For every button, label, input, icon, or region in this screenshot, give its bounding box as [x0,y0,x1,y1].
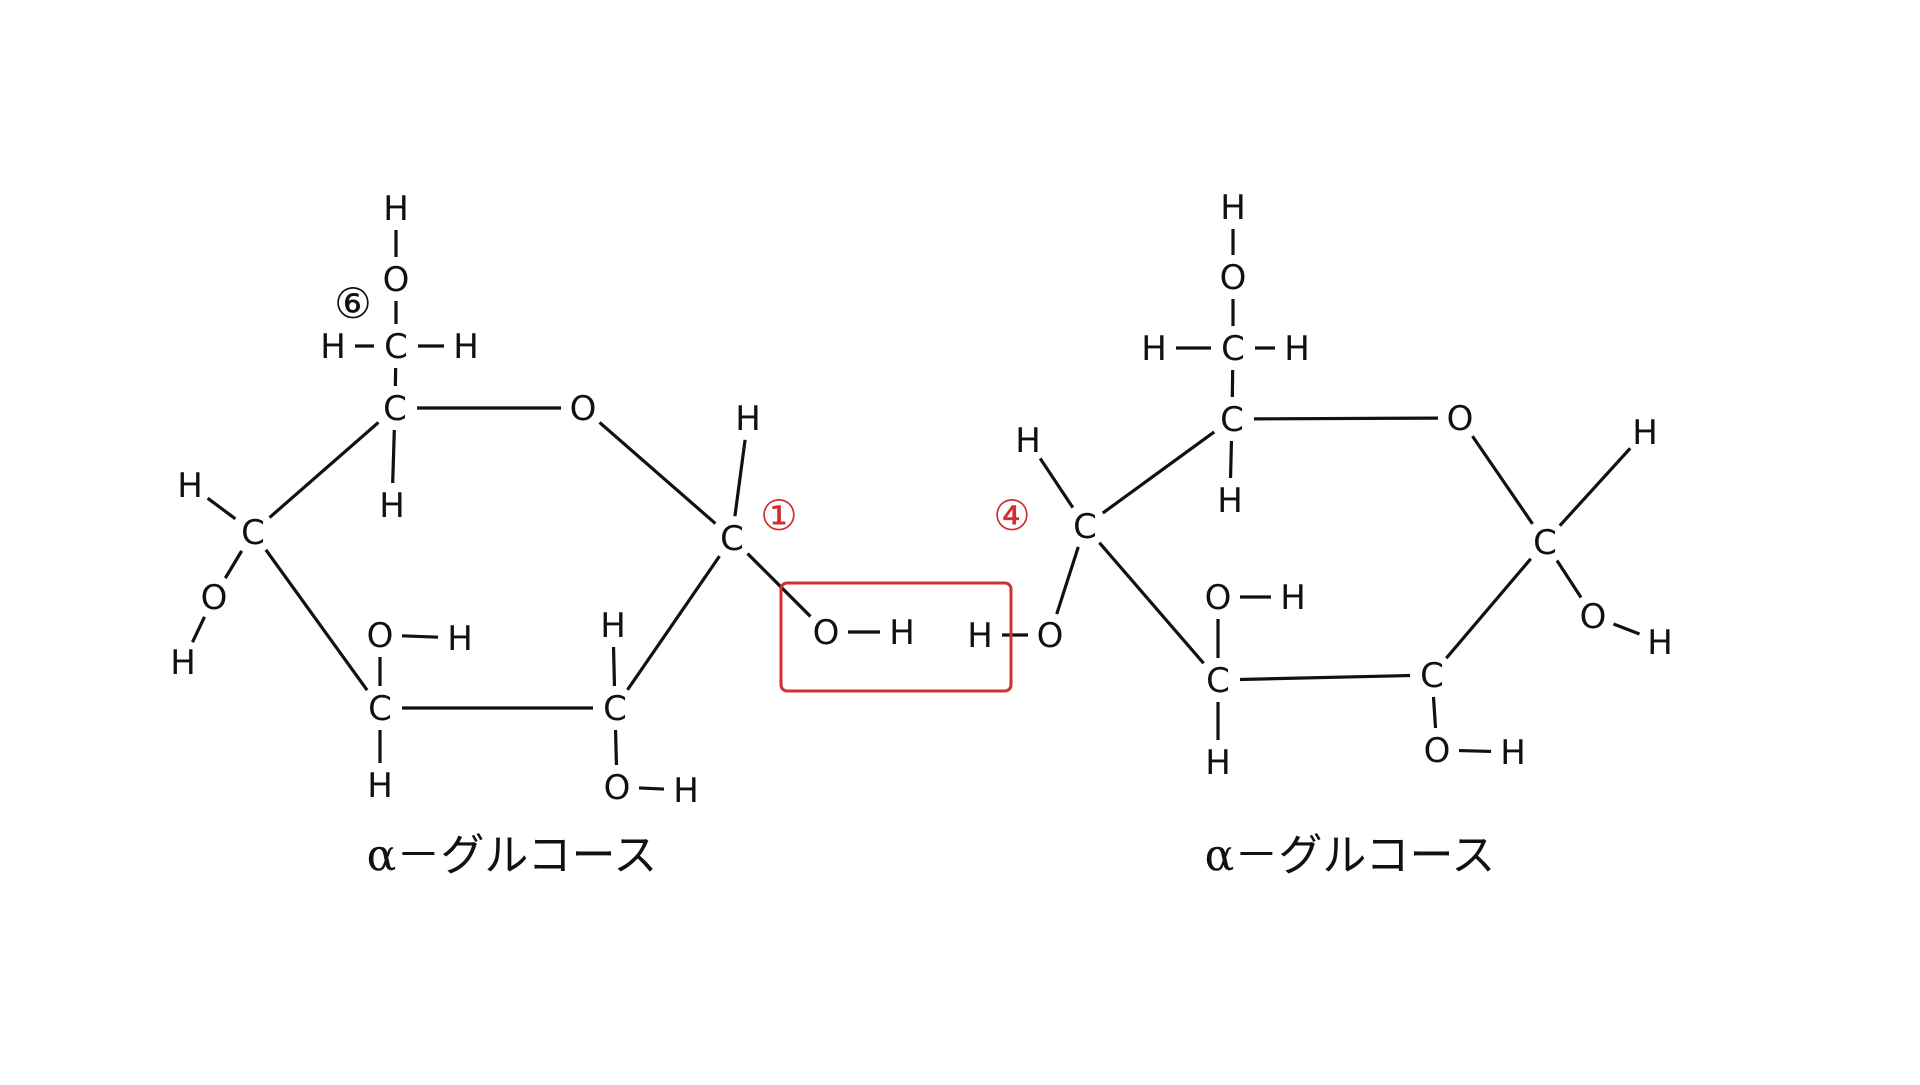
molecule-captions: α－グルコース α－グルコース [367,830,1496,881]
atom-c-R_C3: C [1206,661,1230,701]
atom-c-R_C6: C [1221,329,1245,369]
right-caption: α－グルコース [1205,830,1496,881]
bond-L_C4-L_C5 [268,421,380,519]
bond-R_C1-R_H1 [1558,447,1632,527]
bond-R_C1-R_O1 [1555,559,1583,599]
atom-o-R_O3: O [1205,578,1232,618]
atom-c-R_C5: C [1220,400,1244,440]
bond-R_C2-R_C3 [1239,673,1411,682]
atom-h-L_HO1: H [889,613,915,653]
atom-h-R_H4: H [1015,421,1041,461]
atom-o-L_O6: O [383,260,410,300]
bond-L_C1-L_O1 [746,552,812,618]
atom-c-L_C3: C [368,689,392,729]
atom-o-R_O6: O [1220,258,1247,298]
bond-L_O5-L_C1 [598,421,717,525]
bond-R_O5-R_C1 [1471,435,1534,525]
bond-R_O1-R_HO1 [1612,622,1641,636]
bond-R_C4-R_H4 [1038,457,1075,509]
atom-c-L_C2: C [603,689,627,729]
bond-R_C4-R_O4 [1055,546,1080,615]
bond-L_O4-L_HO4 [191,616,206,643]
carbon-number-markers: ⑥ ① ④ [334,279,1031,540]
bond-L_O3-L_HO3 [401,634,439,639]
atom-o-L_O1: O [813,613,840,653]
atom-c-R_C4: C [1073,507,1097,547]
bond-L_C3-L_C4 [264,548,369,692]
atom-o-R_O5: O [1447,399,1474,439]
atom-c-L_C6: C [384,327,408,367]
bond-L_C2-L_H2 [611,646,617,687]
bond-L_C1-L_C2 [626,555,721,691]
atom-h-R_H6o: H [1220,188,1246,228]
atom-h-L_H1: H [735,399,761,439]
atom-h-R_HO1: H [1647,623,1673,663]
atom-h-L_HO3: H [447,619,473,659]
atom-h-R_H5: H [1217,481,1243,521]
atom-h-R_H6b: H [1284,329,1310,369]
atom-h-R_HO4: H [967,616,993,656]
bond-R_C5-R_O5 [1253,416,1439,421]
atom-h-L_HO2: H [673,771,699,811]
carbon-4-marker: ④ [993,491,1031,540]
left-caption: α－グルコース [367,830,658,881]
water-removal-highlight-box [779,581,1013,693]
atom-c-L_C1: C [720,519,744,559]
atom-h-L_H6o: H [383,189,409,229]
bond-R_C2-R_O2 [1431,696,1438,729]
atom-o-L_O5: O [570,389,597,429]
atom-o-R_O2: O [1424,731,1451,771]
atom-h-R_H1: H [1632,413,1658,453]
bond-R_C1-R_C2 [1445,557,1532,660]
bond-L_C1-L_H1 [733,439,747,517]
atom-o-R_O1: O [1580,597,1607,637]
right-alpha-glucose [1002,229,1641,754]
bond-L_O2-L_HO2 [638,786,665,791]
atom-h-R_H3: H [1205,743,1231,783]
atom-h-L_H6b: H [453,327,479,367]
bond-R_C3-R_C4 [1098,541,1205,665]
atom-c-L_C5: C [383,389,407,429]
bond-L_C4-L_H4 [206,496,237,521]
atom-h-L_H6a: H [320,327,346,367]
atom-h-L_H3: H [367,766,393,806]
carbon-1-marker: ① [760,491,798,540]
bond-R_C4-R_C5 [1101,430,1216,515]
bond-L_C4-L_O4 [223,550,244,579]
atom-c-R_C1: C [1533,523,1557,563]
atom-c-L_C4: C [241,513,265,553]
atom-h-R_HO3: H [1280,578,1306,618]
atom-h-L_H5: H [379,486,405,526]
atom-o-L_O3: O [367,616,394,656]
atom-h-L_HO4: H [170,643,196,683]
bond-L_C2-L_O2 [613,729,619,766]
bonds-layer [191,229,1641,791]
atom-h-R_H6a: H [1141,329,1167,369]
carbon-6-marker: ⑥ [334,279,372,328]
atom-o-R_O4: O [1037,616,1064,656]
atom-o-L_O4: O [201,578,228,618]
bond-R_O2-R_HO2 [1458,748,1492,754]
atom-h-R_HO2: H [1500,733,1526,773]
atom-h-L_H2: H [600,606,626,646]
atom-c-R_C2: C [1420,656,1444,696]
bond-R_C5-R_H5 [1228,440,1234,479]
left-alpha-glucose [191,230,880,791]
atom-h-L_H4: H [177,466,203,506]
bond-L_C5-L_H5 [391,429,396,484]
atom-o-L_O2: O [604,768,631,808]
